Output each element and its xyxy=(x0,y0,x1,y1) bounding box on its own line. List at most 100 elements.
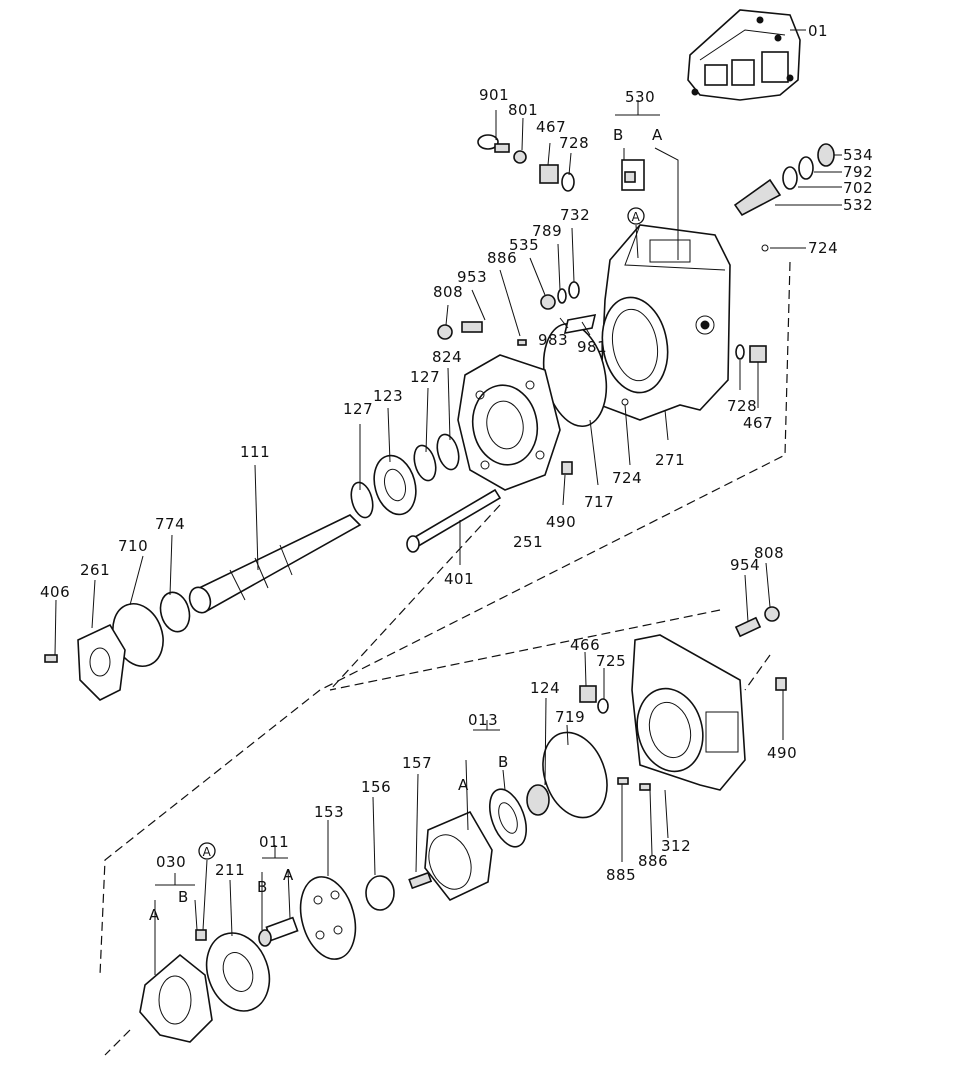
snap-ring-127b xyxy=(413,444,437,482)
callout-label: 725 xyxy=(596,652,626,670)
circled-ref-a2: A xyxy=(198,842,216,860)
nut-808b xyxy=(764,606,780,622)
callout-label: A xyxy=(652,126,663,144)
seal-cover-251 xyxy=(457,354,561,491)
regulator-assembly xyxy=(687,9,801,101)
spring-157 xyxy=(408,871,433,890)
callout-label: 111 xyxy=(240,443,270,461)
ref-label: A xyxy=(203,845,212,859)
ring-732 xyxy=(568,281,580,299)
callout-label: 728 xyxy=(727,397,757,415)
cover-261 xyxy=(77,623,126,701)
valve-530 xyxy=(621,159,645,191)
callout-labels: 01 901 801 467 728 530 B A 534 792 702 5… xyxy=(40,22,873,924)
callout-label: A xyxy=(149,906,160,924)
screw-490a xyxy=(561,461,573,475)
callout-label: 534 xyxy=(843,146,873,164)
callout-label: 901 xyxy=(479,86,509,104)
snap-ring-127a xyxy=(350,481,374,519)
callout-label: 885 xyxy=(606,866,636,884)
callout-label: 271 xyxy=(655,451,685,469)
cylinder-block-013 xyxy=(424,810,493,901)
callout-label: 983 xyxy=(538,331,568,349)
shoe-plate-211 xyxy=(205,932,271,1012)
callout-label: 981 xyxy=(577,338,607,356)
assembly-center-lines xyxy=(99,261,791,1056)
callout-label: 124 xyxy=(530,679,560,697)
callout-label: 886 xyxy=(487,249,517,267)
callout-label: 724 xyxy=(808,239,838,257)
o-ring-728a xyxy=(561,172,575,192)
callout-label: 792 xyxy=(843,163,873,181)
callout-label: 467 xyxy=(536,118,566,136)
pin-885-886 xyxy=(617,777,651,791)
callout-label: 532 xyxy=(843,196,873,214)
callout-label: B xyxy=(498,753,509,771)
oil-seal-774 xyxy=(159,591,191,633)
adjust-screw-532 xyxy=(733,178,782,217)
callout-label: 01 xyxy=(808,22,828,40)
callout-label: 153 xyxy=(314,803,344,821)
callout-label: 717 xyxy=(584,493,614,511)
pump-casing xyxy=(599,224,731,421)
callout-label: 774 xyxy=(155,515,185,533)
callout-label: 123 xyxy=(373,387,403,405)
callout-label: 211 xyxy=(215,861,245,879)
circled-ref-a1: A xyxy=(627,207,645,225)
callout-label: 467 xyxy=(743,414,773,432)
callout-label: 490 xyxy=(767,744,797,762)
valve-plate-013 xyxy=(488,788,528,848)
callout-label: A xyxy=(458,776,469,794)
bolt-406 xyxy=(44,654,58,663)
leader-lines xyxy=(54,29,842,975)
callout-label: 127 xyxy=(343,400,373,418)
callout-label: 789 xyxy=(532,222,562,240)
callout-label: 801 xyxy=(508,101,538,119)
piston-shoe-011 xyxy=(258,916,299,947)
callout-label: 466 xyxy=(570,636,600,654)
valve-block-312 xyxy=(631,634,746,791)
callout-label: B xyxy=(613,126,624,144)
callout-label: 886 xyxy=(638,852,668,870)
ring-789 xyxy=(557,288,567,304)
callout-label: 490 xyxy=(546,513,576,531)
callout-label: B xyxy=(257,878,268,896)
nut-808a xyxy=(437,324,453,340)
spherical-bushing-156 xyxy=(365,875,395,911)
plug-467b xyxy=(749,345,767,363)
retainer-plate-153 xyxy=(299,876,357,960)
nut-801 xyxy=(513,150,527,164)
callout-label: 728 xyxy=(559,134,589,152)
callout-label: 719 xyxy=(555,708,585,726)
plug-466 xyxy=(579,685,597,703)
callout-label: 535 xyxy=(509,236,539,254)
callout-label: 312 xyxy=(661,837,691,855)
cap-534 xyxy=(817,143,835,167)
callout-label: 030 xyxy=(156,853,186,871)
callout-label: 702 xyxy=(843,179,873,197)
ring-702 xyxy=(782,166,798,190)
callout-label: 808 xyxy=(754,544,784,562)
callout-label: 732 xyxy=(560,206,590,224)
callout-label: 954 xyxy=(730,556,760,574)
screw-490b xyxy=(775,677,787,691)
nut-535 xyxy=(540,294,556,310)
needle-bearing-124 xyxy=(526,784,550,816)
callout-label: 710 xyxy=(118,537,148,555)
callout-label: B xyxy=(178,888,189,906)
stud-954 xyxy=(734,616,762,638)
eye-bolt-901 xyxy=(477,134,510,153)
ref-label: A xyxy=(632,210,641,224)
callout-label: 013 xyxy=(468,711,498,729)
callout-label: 953 xyxy=(457,268,487,286)
callout-label: 156 xyxy=(361,778,391,796)
plug-467a xyxy=(539,164,559,184)
callout-label: 808 xyxy=(433,283,463,301)
drive-shaft-111 xyxy=(188,514,362,614)
callout-label: 724 xyxy=(612,469,642,487)
o-ring-719 xyxy=(542,731,608,819)
callout-label: 011 xyxy=(259,833,289,851)
callout-label: 157 xyxy=(402,754,432,772)
callout-label: 406 xyxy=(40,583,70,601)
